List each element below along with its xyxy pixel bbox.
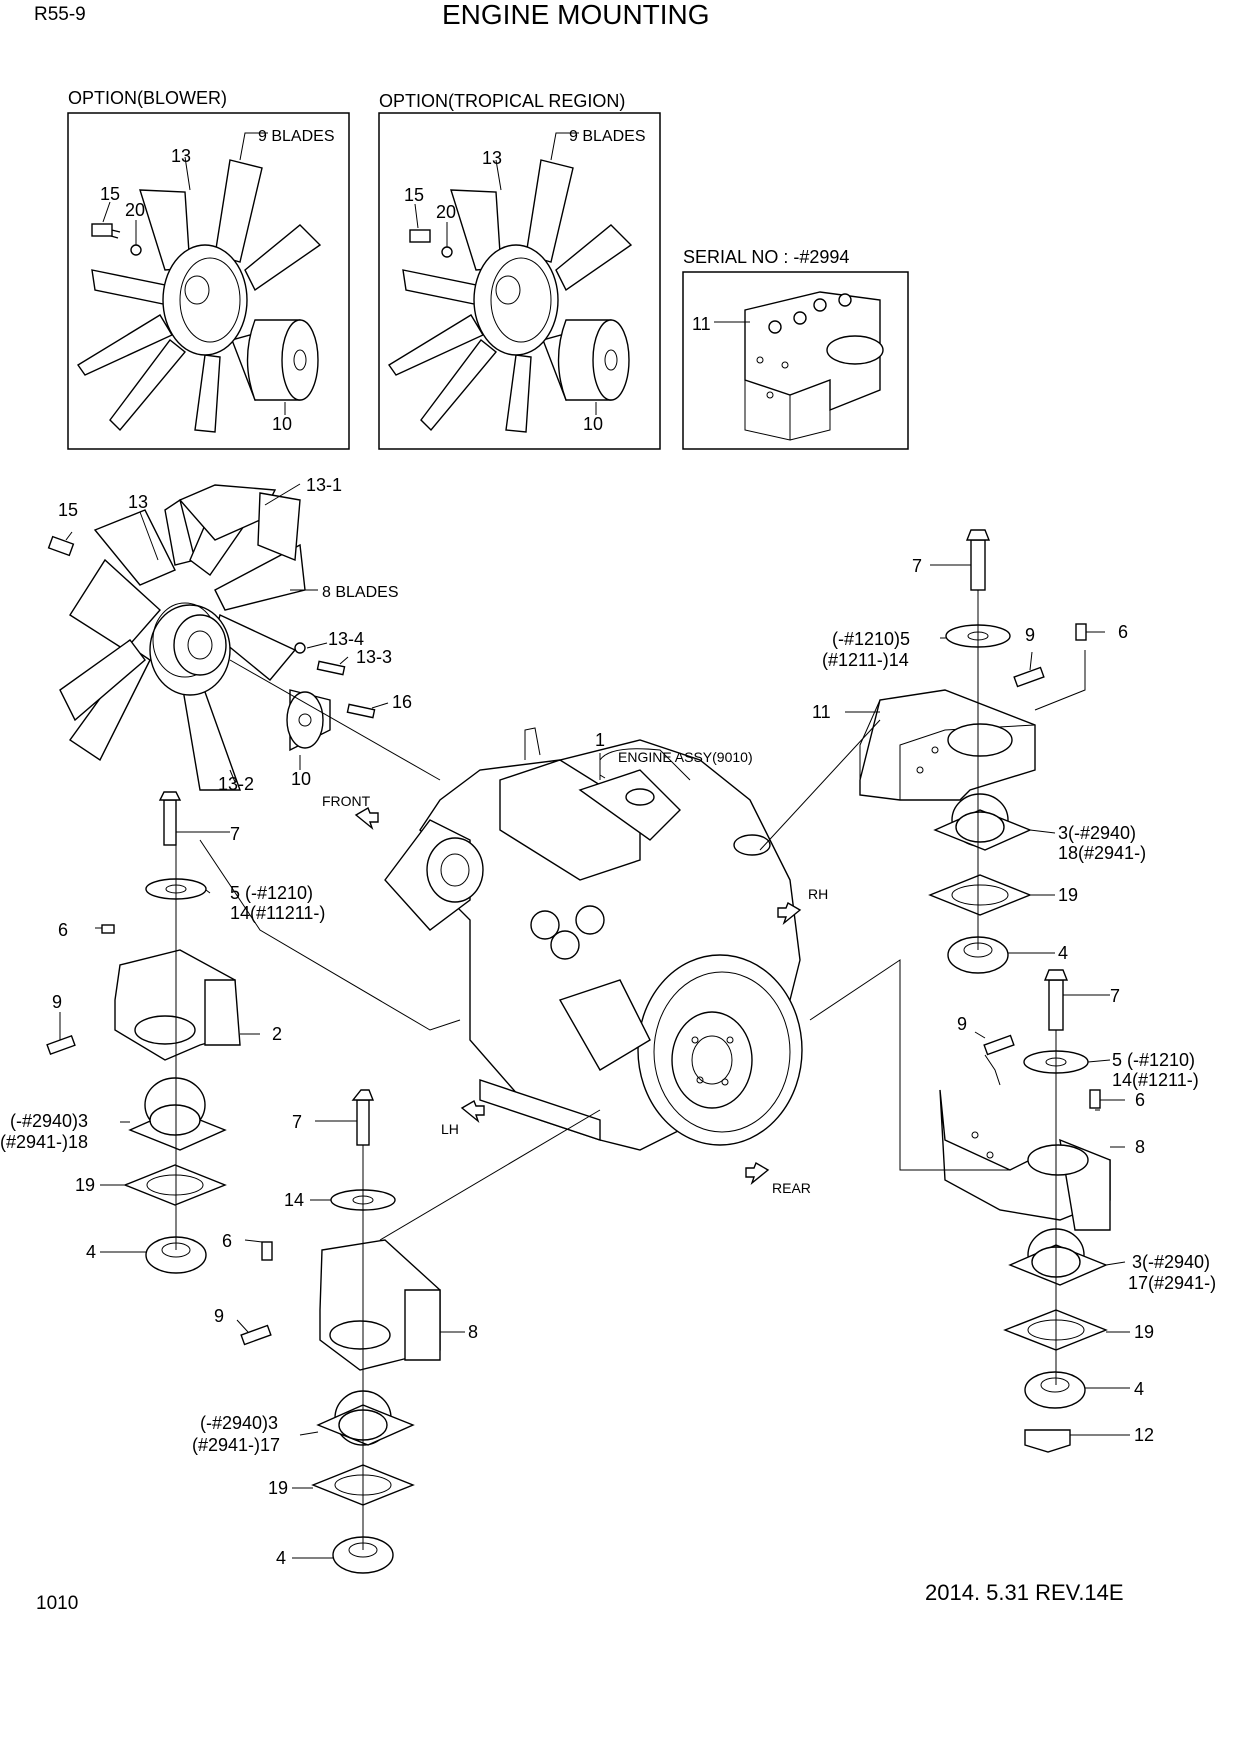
part-13-3-label: 13-3 — [356, 647, 392, 667]
rl-p14-label: 14(#1211-) — [1112, 1070, 1199, 1090]
center-p19-label: 19 — [268, 1478, 288, 1498]
ru-p3-label: 3(-#2940) — [1058, 823, 1136, 843]
tropical-washer-label: 20 — [436, 202, 456, 222]
blower-fan-drawing — [76, 159, 322, 433]
part-13-4-label: 13-4 — [328, 629, 364, 649]
center-p6-label: 6 — [222, 1231, 232, 1251]
center-mount-drawing — [240, 1089, 441, 1574]
rh-direction-label: RH — [808, 886, 828, 902]
rl-p3-label: 3(-#2940) — [1132, 1252, 1210, 1272]
rl-p8-label: 8 — [1135, 1137, 1145, 1157]
ru-p19-label: 19 — [1058, 885, 1078, 905]
left-p7-label: 7 — [230, 824, 240, 844]
rl-p4-label: 4 — [1134, 1379, 1144, 1399]
model-label: R55-9 — [34, 4, 86, 25]
serial-bracket-drawing — [744, 291, 884, 441]
tropical-fan-drawing — [387, 159, 633, 433]
rear-arrow-icon — [745, 1161, 770, 1186]
left-p14-label: 14(#11211-) — [230, 903, 325, 923]
center-p8-label: 8 — [468, 1322, 478, 1342]
left-p18-label: (#2941-)18 — [0, 1132, 88, 1152]
rl-p19-label: 19 — [1134, 1322, 1154, 1342]
center-p7-label: 7 — [292, 1112, 302, 1132]
rl-p7-label: 7 — [1110, 986, 1120, 1006]
engine-assy-drawing — [384, 727, 803, 1151]
option-tropical-box — [378, 112, 661, 450]
main-fan-drawing — [47, 484, 306, 791]
ru-p4-label: 4 — [1058, 943, 1068, 963]
tropical-spacer-label: 10 — [583, 414, 603, 434]
right-upper-mount-drawing — [859, 529, 1087, 974]
ru-p11-label: 11 — [812, 702, 831, 722]
washer-13-4 — [294, 642, 306, 654]
part-13-2-label: 13-2 — [218, 774, 254, 794]
option-blower-title: OPTION(BLOWER) — [68, 88, 227, 108]
engine-assy-label: ENGINE ASSY(9010) — [618, 749, 753, 765]
blower-fan-label: 13 — [171, 146, 191, 166]
rl-p6-label: 6 — [1135, 1090, 1145, 1110]
main-spacer-label: 10 — [291, 769, 311, 789]
ru-p7-label: 7 — [912, 556, 922, 576]
ru-p9-label: 9 — [1025, 625, 1035, 645]
bolt-16 — [346, 703, 376, 719]
rl-p17-label: 17(#2941-) — [1128, 1273, 1216, 1293]
center-p3-label: (-#2940)3 — [200, 1413, 278, 1433]
option-blower-box — [67, 112, 350, 450]
main-fan-hub-label: 13-1 — [306, 475, 342, 495]
part-16-label: 16 — [392, 692, 412, 712]
front-direction-label: FRONT — [322, 793, 371, 809]
left-p5-label: 5 (-#1210) — [230, 883, 313, 903]
left-p3-label: (-#2940)3 — [10, 1111, 88, 1131]
main-fan-bolt-label: 15 — [58, 500, 78, 520]
blower-spacer-label: 10 — [272, 414, 292, 434]
center-p4-label: 4 — [276, 1548, 286, 1568]
ru-p18-label: 18(#2941-) — [1058, 843, 1146, 863]
blower-washer-label: 20 — [125, 200, 145, 220]
option-tropical-title: OPTION(TROPICAL REGION) — [379, 91, 625, 111]
serial-bracket-label: 11 — [692, 314, 711, 334]
right-lower-mount-drawing — [939, 969, 1111, 1453]
ru-p6-label: 6 — [1118, 622, 1128, 642]
blower-bolt-label: 15 — [100, 184, 120, 204]
revision-date: 2014. 5.31 REV.14E — [925, 1580, 1124, 1605]
rh-arrow-icon — [777, 901, 802, 926]
rl-p9-label: 9 — [957, 1014, 967, 1034]
left-p4-label: 4 — [86, 1242, 96, 1262]
rl-p5-label: 5 (-#1210) — [1112, 1050, 1195, 1070]
center-p9-label: 9 — [214, 1306, 224, 1326]
left-p6-label: 6 — [58, 920, 68, 940]
main-fan-label: 13 — [128, 492, 148, 512]
center-p14-label: 14 — [284, 1190, 304, 1210]
main-fan-blades-label: 8 BLADES — [322, 584, 398, 601]
serial-box — [682, 271, 909, 450]
ru-p5-label: (-#1210)5 — [832, 629, 910, 649]
rear-direction-label: REAR — [772, 1180, 811, 1196]
ru-p14-label: (#1211-)14 — [822, 650, 909, 670]
tropical-blades-label: 9 BLADES — [569, 128, 645, 145]
left-p19-label: 19 — [75, 1175, 95, 1195]
rl-p12-label: 12 — [1134, 1425, 1154, 1445]
lh-direction-label: LH — [441, 1121, 459, 1137]
blower-blades-label: 9 BLADES — [258, 128, 334, 145]
tropical-fan-label: 13 — [482, 148, 502, 168]
main-fan-spacer — [286, 689, 331, 752]
left-mount-drawing — [46, 791, 241, 1274]
engine-num-label: 1 — [595, 730, 605, 750]
page-number: 1010 — [36, 1593, 78, 1614]
page-title: ENGINE MOUNTING — [442, 0, 710, 30]
lh-arrow-icon — [460, 1099, 485, 1124]
front-arrow-icon — [354, 806, 379, 831]
left-p9-label: 9 — [52, 992, 62, 1012]
center-p17-label: (#2941-)17 — [192, 1435, 280, 1455]
tropical-bolt-label: 15 — [404, 185, 424, 205]
left-p2-label: 2 — [272, 1024, 282, 1044]
bolt-13-3 — [316, 660, 346, 676]
serial-title: SERIAL NO : -#2994 — [683, 247, 849, 267]
